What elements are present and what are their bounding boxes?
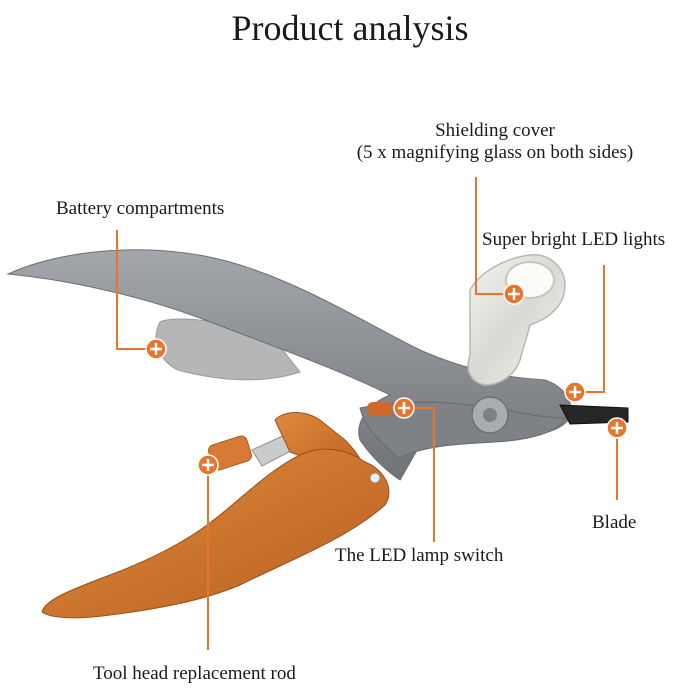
blade-label: Blade (592, 512, 637, 533)
gray-lower-jaw (359, 401, 566, 459)
marker-switch-icon (393, 397, 415, 419)
marker-battery-icon (145, 338, 167, 360)
shielding-cover-label: Shielding cover (5 x magnifying glass on… (320, 120, 670, 164)
led-lights-label: Super bright LED lights (482, 229, 666, 250)
led-switch (367, 402, 393, 416)
marker-shielding-icon (503, 283, 525, 305)
page-title: Product analysis (231, 8, 469, 48)
led-switch-label: The LED lamp switch (335, 545, 504, 566)
shielding-cover-title: Shielding cover (435, 120, 555, 141)
shielding-cover-subtitle: (5 x magnifying glass on both sides) (356, 142, 634, 163)
lower-orange-handle (41, 448, 390, 619)
handle-rivet (369, 472, 381, 484)
battery-label: Battery compartments (56, 198, 225, 219)
callout-lines (116, 177, 618, 650)
replacement-rod-label: Tool head replacement rod (93, 663, 296, 684)
marker-rod-icon (197, 454, 219, 476)
marker-blade-icon (606, 417, 628, 439)
marker-led-lights-icon (564, 381, 586, 403)
